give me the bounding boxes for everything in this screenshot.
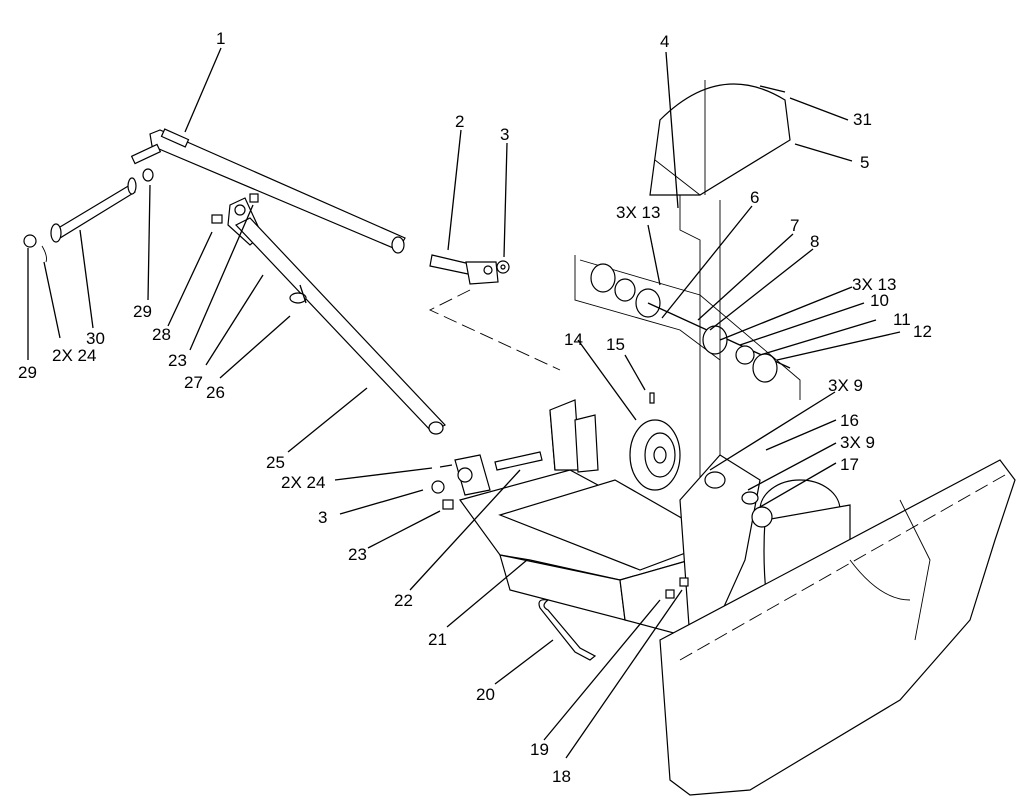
plow-blade-part (659, 454, 1016, 796)
callout-6: 6 (750, 188, 759, 207)
pulley-part (629, 392, 681, 491)
lower-arm-part (235, 217, 446, 435)
callout-26: 26 (206, 383, 225, 402)
callout-25: 25 (266, 453, 285, 472)
spring-pin-part (494, 451, 543, 471)
callout-16: 16 (840, 411, 859, 430)
callout-27: 27 (184, 373, 203, 392)
callout-31: 31 (853, 110, 872, 129)
callout-labels: 1 2 3 4 31 5 3X 13 6 7 8 3X 13 10 11 12 … (18, 29, 932, 786)
leader-lines (27, 47, 901, 759)
callout-28: 28 (152, 325, 171, 344)
callout-2: 2 (455, 112, 464, 131)
callout-7: 7 (790, 216, 799, 235)
callout-3-lower: 3 (318, 508, 327, 527)
callout-14: 14 (564, 330, 583, 349)
callout-3x9-upper: 3X 9 (828, 376, 863, 395)
callout-15: 15 (606, 335, 625, 354)
callout-22: 22 (394, 591, 413, 610)
callout-12: 12 (913, 322, 932, 341)
callout-20: 20 (476, 685, 495, 704)
shaft-assembly-part (23, 143, 162, 263)
lift-arm-part (149, 128, 406, 254)
callout-21: 21 (428, 630, 447, 649)
assembly-leader (428, 289, 561, 371)
bolt-part (665, 577, 689, 599)
callout-19: 19 (530, 740, 549, 759)
callout-10: 10 (870, 291, 889, 310)
callout-29-bottom: 29 (18, 363, 37, 382)
callout-3x9-lower: 3X 9 (840, 433, 875, 452)
callout-23-left: 23 (168, 351, 187, 370)
callout-23-lower: 23 (348, 545, 367, 564)
bearing-plate-part (574, 255, 801, 440)
callout-2x24-middle: 2X 24 (281, 473, 325, 492)
callout-5: 5 (860, 153, 869, 172)
callout-3x13-right: 3X 13 (852, 275, 896, 294)
main-frame-part (459, 399, 722, 641)
callout-4: 4 (660, 32, 669, 51)
handle-part (538, 599, 597, 661)
washer-part (496, 260, 510, 274)
callout-1: 1 (216, 29, 225, 48)
pin-rod-part (429, 254, 499, 285)
callout-8: 8 (810, 232, 819, 251)
callout-3x13-top: 3X 13 (616, 203, 660, 222)
callout-17: 17 (840, 455, 859, 474)
callout-29-top: 29 (133, 302, 152, 321)
chute-cover-part (649, 80, 791, 560)
callout-18: 18 (552, 767, 571, 786)
lower-pivot-part (431, 454, 491, 510)
callout-11: 11 (893, 310, 911, 329)
callout-3: 3 (500, 125, 509, 144)
callout-2x24-left: 2X 24 (52, 346, 96, 365)
callout-30: 30 (86, 329, 105, 348)
